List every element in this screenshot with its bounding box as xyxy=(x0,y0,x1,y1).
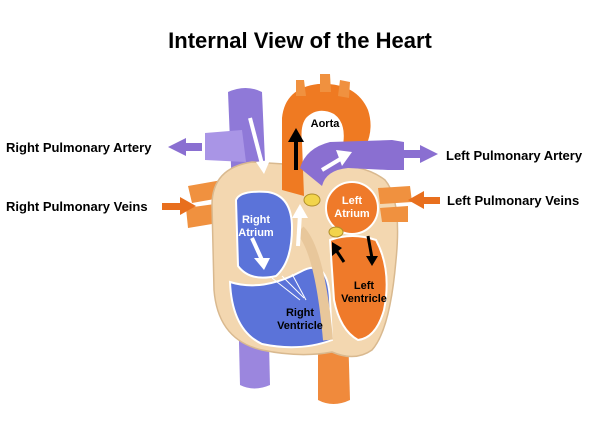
page-title: Internal View of the Heart xyxy=(168,28,432,53)
aorta-label: Aorta xyxy=(311,118,341,130)
aorta-branch-2 xyxy=(320,74,331,92)
left-atrium xyxy=(325,181,379,235)
left-pulmonary-artery-label: Left Pulmonary Artery xyxy=(446,148,583,163)
right-ventricle-label-2: Ventricle xyxy=(277,320,323,332)
right-ventricle-label-1: Right xyxy=(286,307,314,319)
left-ventricle-label-2: Ventricle xyxy=(341,293,387,305)
right-atrium xyxy=(234,190,294,279)
left-atrium-label-2: Atrium xyxy=(334,208,370,220)
left-pulmonary-veins-arrow xyxy=(408,191,440,209)
right-pulmonary-artery xyxy=(205,130,246,162)
right-atrium-label-1: Right xyxy=(242,214,270,226)
right-pulmonary-veins-label: Right Pulmonary Veins xyxy=(6,199,148,214)
right-pulmonary-artery-arrow xyxy=(168,138,202,156)
right-pulmonary-veins-arrow xyxy=(162,197,196,215)
left-atrium-label-1: Left xyxy=(342,195,363,207)
left-pulmonary-vein-lower xyxy=(380,206,408,222)
tricuspid-valve xyxy=(303,193,321,207)
right-pulmonary-artery-label: Right Pulmonary Artery xyxy=(6,140,152,155)
left-pulmonary-veins-label: Left Pulmonary Veins xyxy=(447,193,580,208)
mitral-valve xyxy=(328,226,344,238)
chordae-right xyxy=(271,273,307,301)
left-pulmonary-artery-arrow xyxy=(404,145,438,163)
left-ventricle-label-1: Left xyxy=(354,280,375,292)
aorta-arch xyxy=(282,83,371,196)
right-atrium-label-2: Atrium xyxy=(238,227,274,239)
blood-flow-arrows xyxy=(248,117,378,270)
aorta-branch-1 xyxy=(296,80,306,96)
septum xyxy=(296,226,333,341)
aorta-branch-3 xyxy=(338,80,350,98)
left-pulmonary-artery xyxy=(300,140,404,186)
left-pulmonary-vein-upper xyxy=(378,186,412,204)
